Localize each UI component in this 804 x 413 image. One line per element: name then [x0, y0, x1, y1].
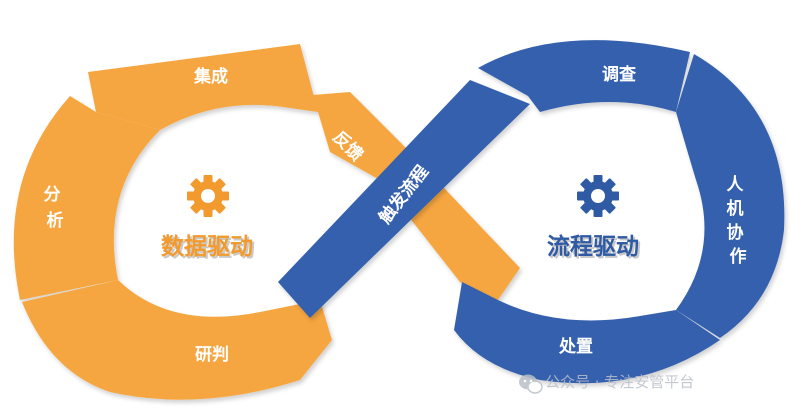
right-segment-top-label: 调查: [602, 64, 637, 85]
left-segment-top-label: 集成: [193, 66, 228, 87]
watermark-text: 公众号 · 专注安管平台: [545, 373, 694, 391]
left-center-gear-icon: [187, 175, 229, 217]
right-center-label-shadow: 流程驱动: [549, 235, 641, 262]
right-loop: [454, 40, 785, 384]
bridge-band: [278, 80, 530, 318]
left-segment-bottom-label: 研判: [195, 345, 229, 365]
right-segment-right-char-3: 协: [727, 222, 744, 243]
right-segment-bottom-label: 处置: [558, 336, 593, 357]
right-center-label: 流程驱动: [547, 233, 639, 260]
watermark: 公众号 · 专注安管平台: [519, 373, 694, 394]
left-segment-left-char-1: 分: [44, 185, 61, 205]
right-segment-top: [478, 40, 690, 112]
left-segment-left: [13, 96, 160, 300]
right-center-gear-icon: [577, 175, 619, 217]
right-segment-bottom: [454, 282, 720, 384]
left-segment-left-char-2: 析: [47, 210, 64, 231]
wechat-icon: [519, 374, 543, 394]
left-segment-top: [88, 44, 318, 130]
right-segment-right-char-2: 机: [727, 198, 744, 219]
left-center-label: 数据驱动: [161, 234, 253, 260]
right-segment-right: [676, 54, 785, 338]
right-segment-right-char-1: 人: [727, 175, 745, 195]
right-segment-right-char-4: 作: [730, 246, 747, 267]
left-segment-feedback: [300, 92, 408, 180]
left-segment-left-label: 分 析: [44, 185, 67, 231]
left-loop: [13, 44, 520, 400]
left-segment-bottom: [22, 280, 332, 400]
right-segment-right-label: 人 机 协 作: [727, 175, 750, 267]
bridge-arrow: [278, 80, 530, 318]
left-center-label-shadow: 数据驱动: [163, 236, 255, 262]
